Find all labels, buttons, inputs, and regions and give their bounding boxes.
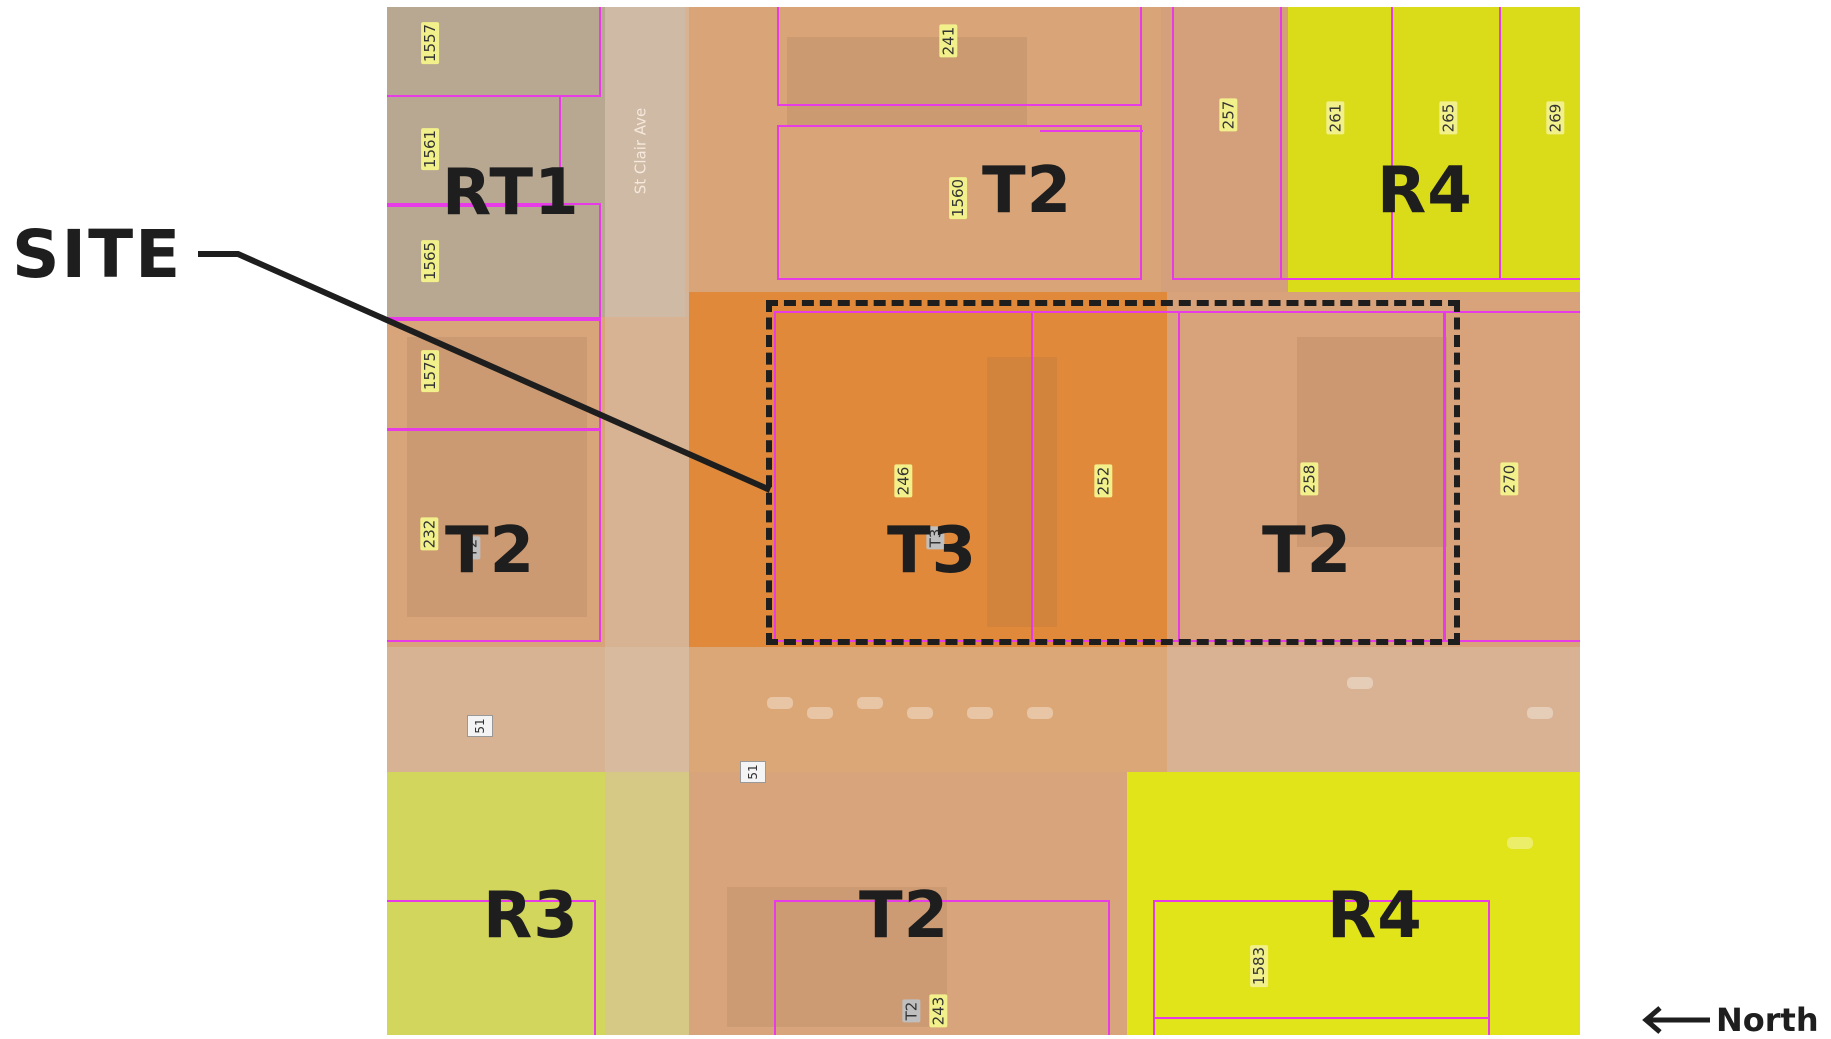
car	[767, 697, 793, 709]
north-label: North	[1716, 1001, 1819, 1039]
car	[907, 707, 933, 719]
zone-tag: T2	[902, 999, 921, 1023]
street-horizontal	[387, 647, 1580, 772]
zone-label-t2-south: T2	[859, 879, 950, 953]
parcel-number: 257	[1219, 98, 1238, 132]
parcel-number: 261	[1326, 101, 1345, 135]
route-shield: 51	[740, 761, 766, 783]
car	[857, 697, 883, 709]
parcel	[1499, 7, 1580, 280]
parcel-number: 270	[1500, 462, 1519, 496]
zone-label-r4-south: R4	[1327, 879, 1423, 953]
car	[1347, 677, 1373, 689]
parcel	[1280, 7, 1393, 280]
parcel	[387, 95, 561, 207]
parcel-number: 269	[1546, 101, 1565, 135]
car	[1507, 837, 1533, 849]
arrow-left-icon	[1642, 1006, 1710, 1034]
car	[807, 707, 833, 719]
zone-label-rt1: RT1	[442, 156, 580, 230]
zone-label-t3-site: T3	[887, 514, 978, 588]
building	[787, 37, 1027, 127]
parcel	[387, 7, 601, 97]
parcel	[1172, 7, 1282, 280]
parcel-number: 265	[1439, 101, 1458, 135]
car	[967, 707, 993, 719]
car	[1527, 707, 1553, 719]
zone-t2-north	[685, 7, 1161, 292]
parcel-number: 1575	[421, 349, 440, 393]
parcel	[777, 125, 1142, 280]
car	[1027, 707, 1053, 719]
parcel	[777, 7, 1142, 106]
parcel-number: 243	[929, 994, 948, 1028]
route-shield: 51	[467, 715, 493, 737]
parcel	[387, 317, 601, 431]
parcel-number: 1557	[421, 21, 440, 65]
zone-label-r4-north: R4	[1377, 154, 1473, 228]
parcel-number: 1560	[949, 176, 968, 220]
parcel	[1153, 1017, 1490, 1035]
zone-label-t2-west: T2	[445, 514, 536, 588]
parcel-number: 241	[939, 24, 958, 58]
site-boundary	[766, 300, 1460, 645]
zone-label-t2-north: T2	[982, 154, 1073, 228]
parcel	[1391, 7, 1501, 280]
parcel	[387, 900, 596, 1035]
zoning-map: St Clair Ave 51 51 1557 1561 1565 1575 2…	[387, 7, 1580, 1035]
zone-r4-north	[1288, 7, 1580, 292]
zone-t2-north-strip	[1161, 7, 1288, 292]
building	[1297, 337, 1447, 547]
building	[987, 357, 1057, 627]
parcel	[1177, 311, 1180, 642]
parcel	[1153, 900, 1490, 1035]
parcel-number: 1583	[1250, 944, 1269, 988]
parcel	[774, 900, 1110, 1035]
zone-label-t2-site: T2	[1262, 514, 1353, 588]
zone-t2-south	[689, 772, 1127, 1035]
street-vertical	[605, 7, 689, 1035]
parcel	[1040, 97, 1143, 132]
parcel-number: 1561	[421, 127, 440, 171]
street-name-label: St Clair Ave	[631, 107, 650, 195]
parcel-number: 1565	[421, 239, 440, 283]
north-indicator: North	[1638, 1001, 1819, 1039]
parcel	[1030, 311, 1033, 642]
site-label: SITE	[12, 216, 183, 293]
zone-r4-south	[1127, 772, 1580, 1035]
zone-label-r3-south: R3	[483, 879, 579, 953]
parcel-number: 232	[420, 517, 439, 551]
